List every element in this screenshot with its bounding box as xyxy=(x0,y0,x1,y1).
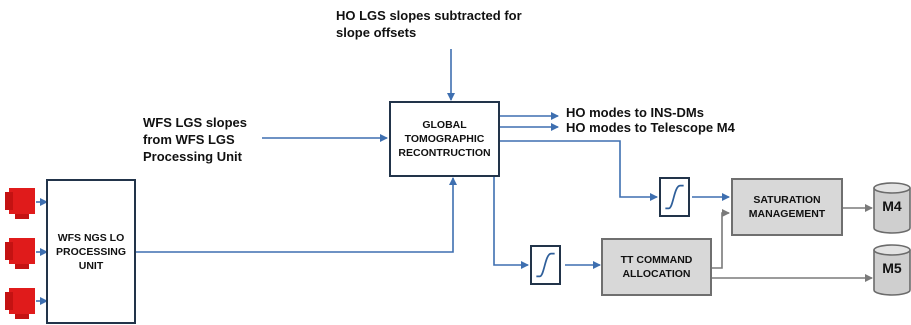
red-camera-icon xyxy=(5,238,35,269)
wfs-ngs-lo-processing-unit-box: WFS NGS LO PROCESSING UNIT xyxy=(46,179,136,324)
tt-command-allocation-box: TT COMMAND ALLOCATION xyxy=(601,238,712,296)
red-camera-icon xyxy=(5,288,35,319)
arrow-tt-to-sat xyxy=(712,209,730,269)
saturation-management-box: SATURATION MANAGEMENT xyxy=(731,178,843,236)
wfs-ngs-lo-processing-unit-label: WFS NGS LO PROCESSING UNIT xyxy=(55,231,126,272)
wfs-lgs-slopes-label: WFS LGS slopes from WFS LGS Processing U… xyxy=(143,115,248,164)
arrow-ngs-to-tomo xyxy=(136,177,457,253)
arrow-tomo-to-tt-filter xyxy=(493,177,529,269)
ho-slopes-subtracted-label: HO LGS slopes subtracted for slope offse… xyxy=(336,8,522,40)
saturation-curve-icon xyxy=(530,245,561,285)
grey-cylinder-icon xyxy=(873,182,911,234)
m4-label: M4 xyxy=(882,198,902,214)
arrow-tomo-to-sat-filter xyxy=(500,140,658,201)
m4-mirror: M4 xyxy=(872,181,911,235)
m5-mirror: M5 xyxy=(872,243,911,297)
global-tomographic-reconstruction-box: GLOBAL TOMOGRAPHIC RECONTRUCTION xyxy=(389,101,500,177)
tt-command-allocation-label: TT COMMAND ALLOCATION xyxy=(620,254,693,280)
ho-modes-ins-dms-label: HO modes to INS-DMs xyxy=(566,105,704,120)
red-camera-icon xyxy=(5,188,35,219)
ho-modes-m4-label: HO modes to Telescope M4 xyxy=(566,120,735,135)
global-tomographic-reconstruction-label: GLOBAL TOMOGRAPHIC RECONTRUCTION xyxy=(398,119,491,159)
saturation-curve-icon xyxy=(659,177,690,217)
m5-label: M5 xyxy=(882,260,902,276)
saturation-management-label: SATURATION MANAGEMENT xyxy=(748,194,826,220)
grey-cylinder-icon xyxy=(873,244,911,296)
